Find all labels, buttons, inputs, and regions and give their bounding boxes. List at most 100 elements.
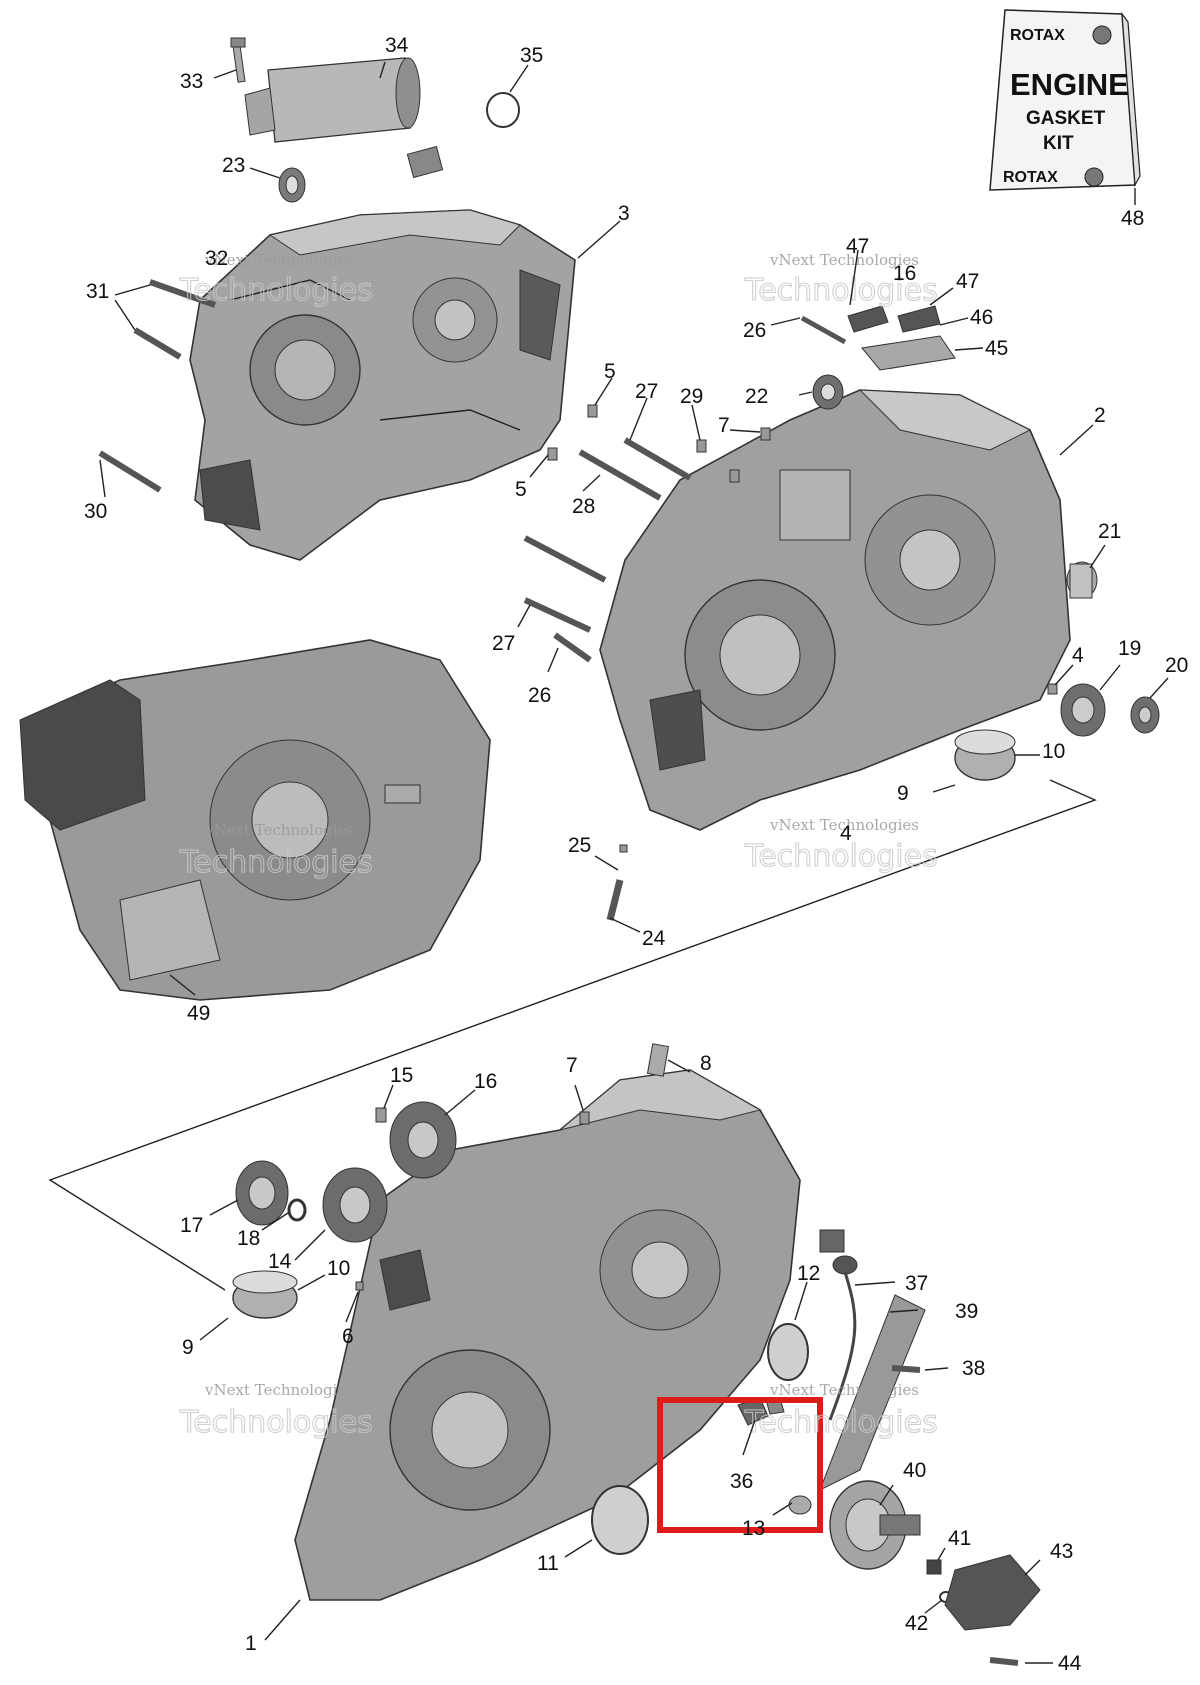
callout-47a[interactable]: 47 [846, 235, 869, 258]
fasteners-24-25[interactable] [606, 844, 628, 921]
dowels-5-7-29[interactable] [547, 404, 771, 483]
callout-12[interactable]: 12 [797, 1262, 820, 1285]
bolt-30[interactable] [98, 450, 162, 493]
oil-seal-23[interactable] [278, 167, 306, 203]
callout-48[interactable]: 48 [1121, 207, 1144, 230]
oil-seal-12[interactable] [767, 1323, 809, 1381]
starter-cover-43[interactable] [944, 1554, 1041, 1631]
callout-17[interactable]: 17 [180, 1214, 203, 1237]
svg-text:vNext Technologies: vNext Technologies [769, 251, 919, 269]
crankcase-half-1[interactable] [294, 1069, 801, 1601]
callout-8[interactable]: 8 [700, 1052, 712, 1075]
callout-46[interactable]: 46 [970, 306, 993, 329]
callout-19[interactable]: 19 [1118, 637, 1141, 660]
callout-20[interactable]: 20 [1165, 654, 1188, 677]
gasket-kit-box[interactable]: ROTAX ENGINE GASKET KIT ROTAX [989, 9, 1141, 191]
callout-16[interactable]: 16 [474, 1070, 497, 1093]
callout-28[interactable]: 28 [572, 495, 595, 518]
bearings-14-16-17[interactable] [235, 1101, 457, 1243]
callout-9b[interactable]: 9 [182, 1336, 194, 1359]
bolt-44[interactable] [989, 1657, 1019, 1666]
callout-14[interactable]: 14 [268, 1250, 292, 1273]
callout-7[interactable]: 7 [718, 414, 730, 437]
highlight-box [657, 1397, 823, 1533]
callout-33[interactable]: 33 [180, 70, 203, 93]
callout-2[interactable]: 2 [1094, 404, 1106, 427]
callout-1[interactable]: 1 [245, 1632, 257, 1655]
svg-text:vNext Technologies: vNext Technologies [769, 1381, 919, 1399]
rotax-logo-icon [1084, 167, 1104, 187]
callout-4b[interactable]: 4 [840, 822, 852, 845]
callout-42[interactable]: 42 [905, 1612, 928, 1635]
kit-brand-top: ROTAX [1010, 27, 1065, 44]
callout-24[interactable]: 24 [642, 927, 666, 950]
callout-32[interactable]: 32 [205, 247, 228, 270]
callout-31[interactable]: 31 [86, 280, 109, 303]
starter-motor-34[interactable] [244, 57, 444, 179]
svg-text:Technologies: Technologies [744, 273, 938, 308]
callout-21[interactable]: 21 [1098, 520, 1121, 543]
callout-9[interactable]: 9 [897, 782, 909, 805]
callout-13[interactable]: 13 [742, 1517, 765, 1540]
svg-text:Technologies: Technologies [744, 1405, 938, 1440]
callout-25[interactable]: 25 [568, 834, 591, 857]
callout-16a[interactable]: 16 [893, 262, 916, 285]
callout-34[interactable]: 34 [385, 34, 409, 57]
callout-5[interactable]: 5 [604, 360, 616, 383]
callout-38[interactable]: 38 [962, 1357, 985, 1380]
bearing-21[interactable] [1066, 561, 1098, 599]
callout-47b[interactable]: 47 [956, 270, 979, 293]
callout-7b[interactable]: 7 [566, 1054, 578, 1077]
callout-49[interactable]: 49 [187, 1002, 210, 1025]
callout-26a[interactable]: 26 [743, 319, 766, 342]
callout-40[interactable]: 40 [903, 1459, 926, 1482]
crankcase-half-2[interactable] [599, 389, 1071, 831]
bearings-19-20[interactable] [1047, 683, 1160, 737]
callout-10[interactable]: 10 [1042, 740, 1065, 763]
callout-41[interactable]: 41 [948, 1527, 971, 1550]
bolt-31[interactable] [133, 279, 217, 360]
engine-assembly-49[interactable] [19, 639, 491, 1001]
callout-11[interactable]: 11 [537, 1552, 559, 1575]
bearing-sleeve-10[interactable] [954, 729, 1016, 781]
callout-29[interactable]: 29 [680, 385, 703, 408]
crankcase-half-3[interactable] [189, 209, 576, 561]
callout-27b[interactable]: 27 [492, 632, 515, 655]
callout-45[interactable]: 45 [985, 337, 1008, 360]
o-ring-35[interactable] [486, 92, 520, 128]
callout-4[interactable]: 4 [1072, 644, 1084, 667]
callout-22[interactable]: 22 [745, 385, 768, 408]
callout-6[interactable]: 6 [342, 1325, 354, 1348]
callout-26b[interactable]: 26 [528, 684, 551, 707]
kit-title-kit: KIT [1043, 133, 1074, 154]
svg-text:vNext Technologies: vNext Technologies [769, 816, 919, 834]
callout-labels: 48 34 35 33 23 3 32 31 30 5 27 29 7 22 2… [84, 34, 1188, 1675]
sensor-37[interactable] [819, 1229, 858, 1421]
starter-drive-gear-40[interactable] [829, 1480, 921, 1570]
callout-39[interactable]: 39 [955, 1300, 978, 1323]
callout-5b[interactable]: 5 [515, 478, 527, 501]
callout-18[interactable]: 18 [237, 1227, 260, 1250]
gasket-39[interactable] [819, 1294, 926, 1492]
dowels-6-7-8-15[interactable] [355, 1043, 670, 1291]
bolt-33[interactable] [230, 37, 246, 83]
bolt-38[interactable] [891, 1365, 921, 1373]
callout-27[interactable]: 27 [635, 380, 658, 403]
callout-23[interactable]: 23 [222, 154, 245, 177]
callout-44[interactable]: 44 [1058, 1652, 1082, 1675]
oil-seal-11[interactable] [591, 1485, 649, 1555]
callout-37[interactable]: 37 [905, 1272, 928, 1295]
callout-36[interactable]: 36 [730, 1470, 753, 1493]
callout-35[interactable]: 35 [520, 44, 543, 67]
callout-30[interactable]: 30 [84, 500, 107, 523]
callout-10b[interactable]: 10 [327, 1257, 350, 1280]
callout-15[interactable]: 15 [390, 1064, 413, 1087]
callout-43[interactable]: 43 [1050, 1540, 1073, 1563]
bearing-sleeve-10-lower[interactable] [232, 1270, 298, 1319]
breather-cover-45-46-47[interactable] [800, 305, 956, 371]
callout-3[interactable]: 3 [618, 202, 630, 225]
bolts-27-28[interactable] [523, 437, 692, 663]
svg-text:Technologies: Technologies [179, 845, 373, 880]
oil-seal-22[interactable] [812, 374, 844, 410]
